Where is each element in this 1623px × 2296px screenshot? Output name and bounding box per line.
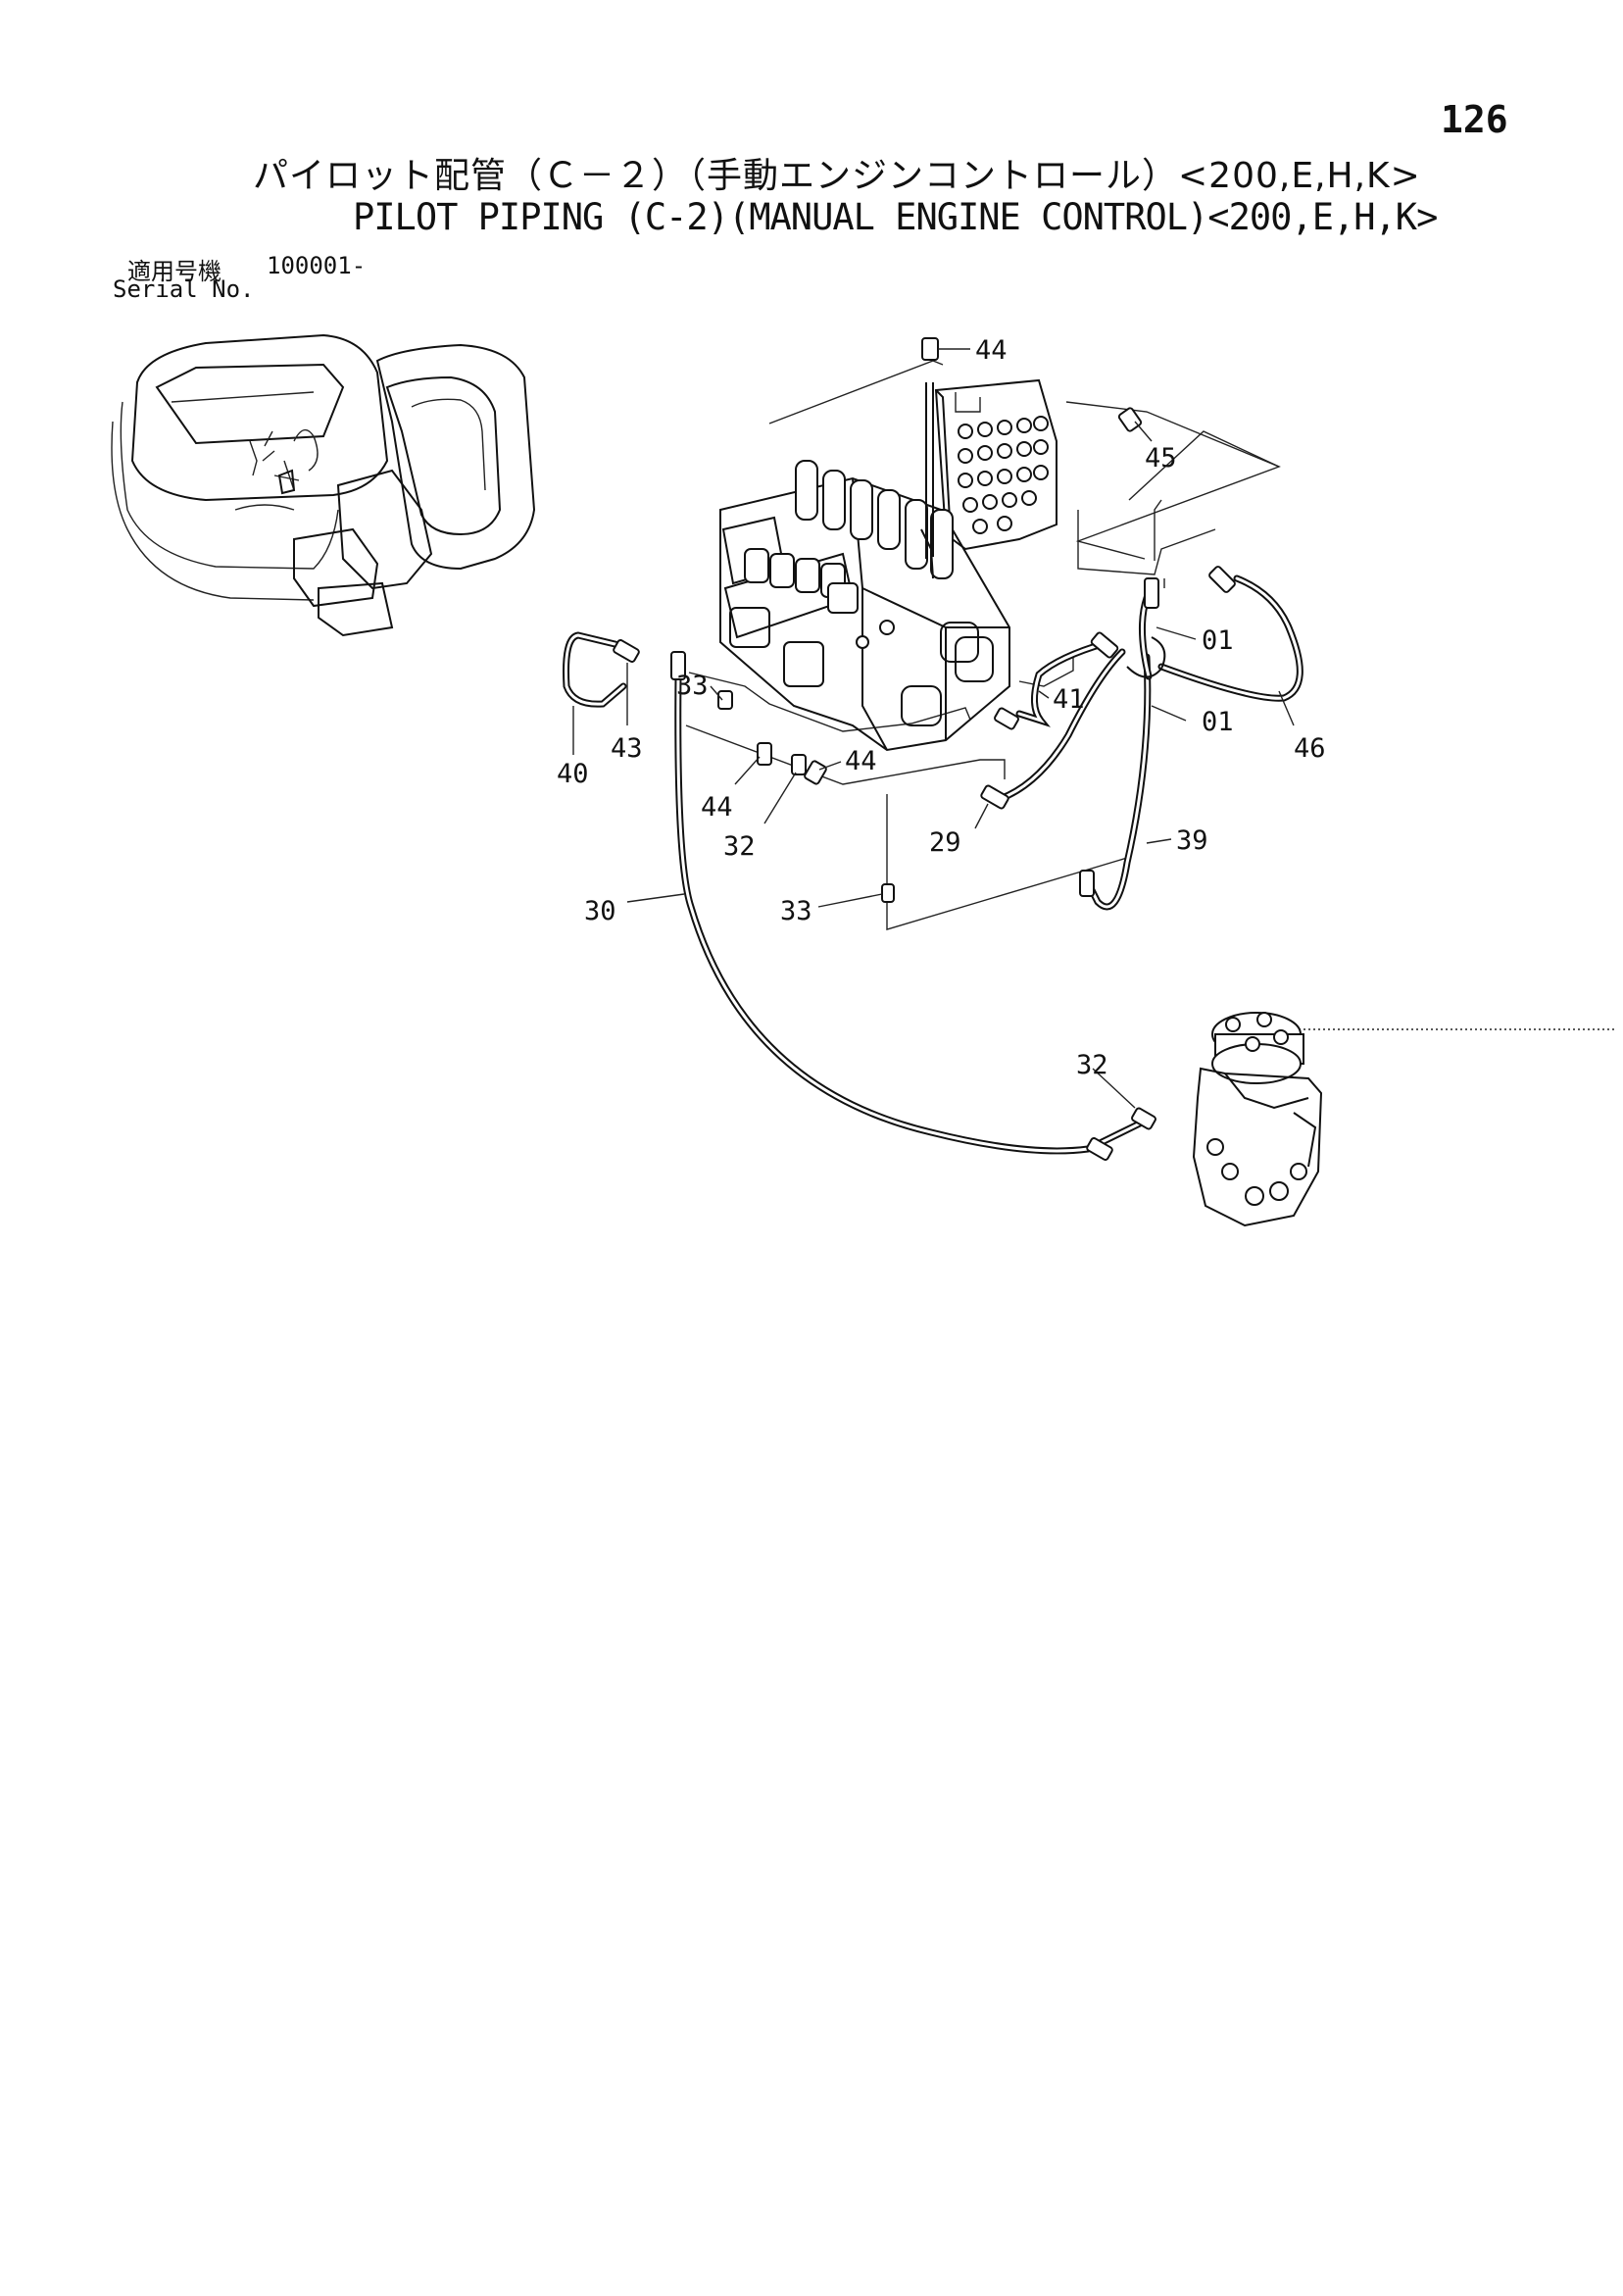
callout-label: 29 <box>929 827 961 858</box>
fitting-33-a <box>717 690 733 710</box>
fitting-29 <box>980 784 1009 810</box>
fitting-01-a <box>1144 577 1159 609</box>
assembly-reference-lines <box>685 360 1617 1030</box>
callout-label: 45 <box>1145 443 1177 474</box>
callout-label: 32 <box>1076 1050 1108 1080</box>
serial-label-japanese: 適用号機 <box>127 258 221 285</box>
callout-label: 43 <box>611 733 643 764</box>
pilot-shuttle-valve-block <box>934 378 1057 551</box>
callout-label: 44 <box>845 746 877 776</box>
callout-label: 01 <box>1202 625 1234 656</box>
hose-lines <box>563 382 1303 1155</box>
fitting-41-lower <box>994 707 1019 730</box>
callout-label: 46 <box>1294 733 1326 764</box>
hose-39 <box>1084 653 1152 911</box>
fitting-30-top <box>670 651 686 680</box>
hose-30 <box>674 673 1146 1155</box>
valve-solenoids <box>744 548 859 614</box>
callout-label: 44 <box>975 335 1008 366</box>
fitting-32-a <box>791 754 807 775</box>
callout-label: 01 <box>1202 707 1234 737</box>
fitting-44-left <box>757 742 772 766</box>
center-joint <box>1192 1012 1323 1227</box>
callout-label: 33 <box>780 896 812 926</box>
fitting-43 <box>613 639 640 663</box>
callout-label: 33 <box>676 671 709 701</box>
main-control-valve <box>719 460 1010 752</box>
fitting-41-end <box>1090 631 1119 659</box>
page-title-japanese: パイロット配管（Ｃ－２）（手動エンジンコントロール）<200,E,H,K> <box>253 156 1421 196</box>
page-number: 126 <box>1441 98 1508 141</box>
callout-label: 41 <box>1053 684 1085 715</box>
callout-label: 44 <box>701 792 733 823</box>
fitting-46-end <box>1208 566 1236 593</box>
machine-overview-illustration <box>111 333 536 637</box>
callout-labels: 44 45 01 01 46 41 39 29 33 33 44 44 32 3… <box>557 335 1326 1080</box>
callout-leader-lines <box>572 348 1295 1109</box>
serial-label-english: Serial No. <box>113 275 255 303</box>
fittings <box>613 337 1236 1161</box>
page-title-english: PILOT PIPING (C-2)(MANUAL ENGINE CONTROL… <box>353 196 1438 238</box>
elbow-fitting-44 <box>921 337 939 361</box>
fitting-39-end <box>1079 870 1095 897</box>
fitting-32-b <box>1131 1107 1156 1130</box>
callout-label: 40 <box>557 759 589 789</box>
fitting-33-b <box>881 883 895 903</box>
spool-caps <box>795 460 954 579</box>
fitting-30-end <box>1086 1137 1113 1161</box>
valve-block-ports <box>958 416 1049 534</box>
fitting-44-mid <box>804 760 827 785</box>
callout-label: 32 <box>723 831 756 862</box>
serial-number-value: 100001- <box>267 252 367 279</box>
callout-label: 30 <box>584 896 616 926</box>
callout-label: 39 <box>1176 825 1208 856</box>
fitting-45 <box>1117 407 1143 432</box>
